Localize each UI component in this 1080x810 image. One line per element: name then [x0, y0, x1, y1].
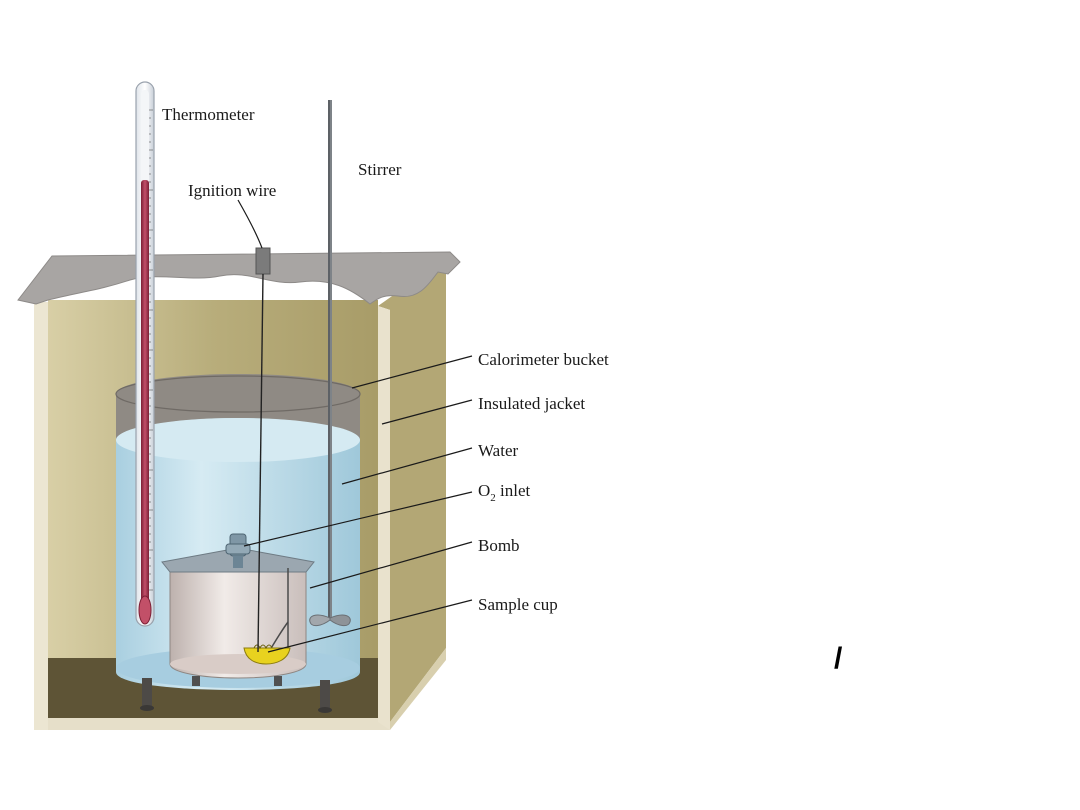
label-bomb: Bomb: [478, 536, 520, 555]
label-sample-cup: Sample cup: [478, 595, 558, 614]
thermometer: [135, 81, 155, 627]
stirrer: [309, 100, 351, 627]
label-calorimeter-bucket: Calorimeter bucket: [478, 350, 609, 369]
label-stirrer: Stirrer: [358, 160, 402, 179]
label-o2-inlet-subscript: 2: [490, 492, 496, 504]
label-water: Water: [478, 441, 518, 460]
leader-lines: [237, 199, 473, 653]
label-o2-inlet: O2 inlet: [478, 481, 531, 504]
label-ignition-wire: Ignition wire: [188, 181, 276, 200]
label-o2-inlet-main: O: [478, 481, 490, 500]
jacket-lid: [17, 251, 461, 305]
label-thermometer: Thermometer: [162, 105, 255, 124]
label-o2-inlet-rest: inlet: [496, 481, 531, 500]
thermometer-scale: [149, 109, 153, 591]
label-insulated-jacket: Insulated jacket: [478, 394, 585, 413]
ignition-wire: [255, 247, 271, 653]
sample-cup: [243, 644, 291, 665]
stray-slash-mark: /: [834, 642, 843, 675]
